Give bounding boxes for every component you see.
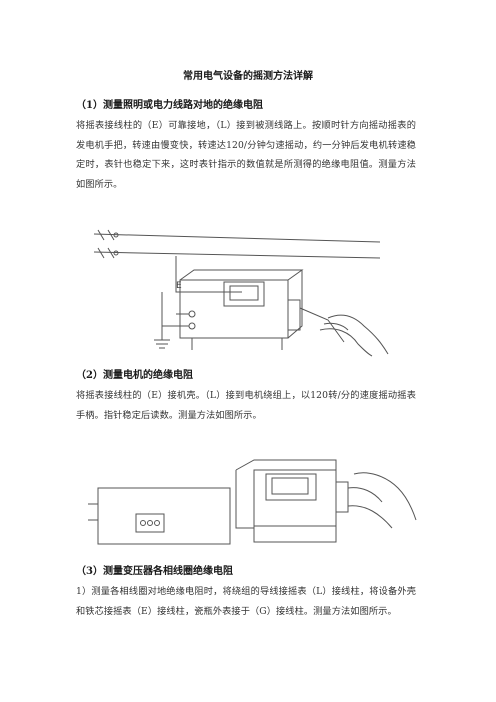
section-3-heading: （3）测量变压器各相线圈绝缘电阻 bbox=[76, 566, 233, 577]
line-insulation-diagram: E bbox=[93, 229, 389, 357]
figure-motor-insulation-test bbox=[86, 458, 418, 548]
section-1-heading: （1）测量照明或电力线路对地的绝缘电阻 bbox=[76, 100, 263, 111]
terminal-e-label: E bbox=[176, 281, 182, 291]
document-title: 常用电气设备的摇测方法详解 bbox=[183, 71, 313, 82]
section-1-paragraph: 将摇表接线柱的（E）可靠接地，（L）接到被测线路上。按顺时针方向摇动摇表的发电机… bbox=[76, 120, 416, 190]
figure-line-insulation-test: E bbox=[92, 222, 392, 357]
section-2-paragraph: 将摇表接线柱的（E）接机壳。（L）接到电机绕组上，以120转/分的速度摇动摇表手… bbox=[76, 390, 416, 421]
section-2-heading: （2）测量电机的绝缘电阻 bbox=[76, 370, 193, 381]
motor-insulation-diagram bbox=[88, 459, 417, 545]
section-3-paragraph: 1）测量各相线圈对地绝缘电阻时，将绕组的导线接摇表（L）接线柱，将设备外壳和铁芯… bbox=[76, 586, 416, 617]
